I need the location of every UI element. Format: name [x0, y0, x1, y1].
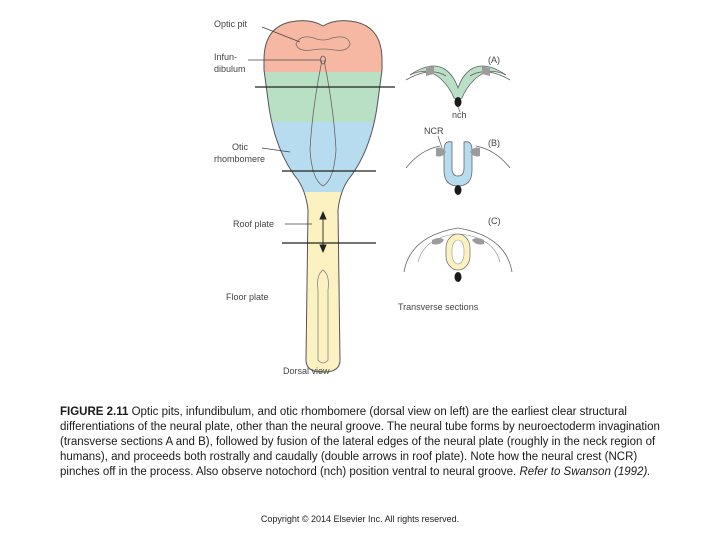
optic-pit-shape [295, 36, 351, 51]
optic-pit-label: Optic pit [214, 19, 248, 29]
section-c: (C) Transverse sections [398, 216, 513, 312]
section-b-label: (B) [488, 138, 500, 148]
dorsal-view-label: Dorsal view [283, 366, 330, 376]
section-a-neural-crest-left [426, 66, 434, 76]
section-a-label: (A) [488, 55, 500, 65]
section-b-notochord [454, 185, 462, 195]
floor-plate-label: Floor plate [226, 292, 269, 302]
forebrain-region [264, 20, 382, 72]
section-a-ectoderm [405, 71, 511, 81]
infundibulum-label-2: dibulum [214, 64, 246, 74]
section-level-lines [255, 86, 395, 244]
section-c-ectoderm-inner [417, 233, 501, 263]
nch-label: nch [452, 110, 467, 120]
section-b: NCR (B) [405, 126, 511, 195]
copyright-notice: Copyright © 2014 Elsevier Inc. All right… [260, 514, 460, 524]
leader-lines [248, 26, 320, 225]
midbrain-region [264, 72, 382, 122]
section-a-notochord [454, 97, 462, 107]
section-a-plate [409, 65, 507, 100]
section-b-neural-crest-left [436, 147, 446, 157]
infundibulum-label-1: Infun- [214, 52, 237, 62]
otic-label-1: Otic [232, 142, 249, 152]
neural-plate-figure: Optic pit Infun- dibulum Otic rhombomere… [214, 19, 513, 376]
roof-plate-label: Roof plate [233, 219, 274, 229]
section-b-ectoderm [405, 145, 511, 169]
ncr-label: NCR [424, 126, 444, 136]
floor-plate-groove [317, 269, 329, 364]
caption-text: Optic pits, infundibulum, and otic rhomb… [60, 406, 660, 478]
section-a-neural-crest-right [482, 66, 490, 76]
section-b-tube [443, 141, 473, 187]
section-c-neural-crest-left [432, 238, 444, 245]
infundibulum-marker [320, 55, 326, 65]
neural-plate-outline [263, 20, 383, 373]
section-a: (A) nch [405, 55, 511, 120]
section-c-neural-crest-right [472, 238, 484, 245]
section-c-ectoderm [403, 227, 513, 273]
section-c-notochord [454, 272, 462, 282]
caption-reference: Refer to Swanson (1992). [519, 466, 651, 478]
neural-groove [309, 59, 337, 187]
figure-caption: FIGURE 2.11 Optic pits, infundibulum, an… [60, 405, 660, 480]
transverse-sections-label: Transverse sections [398, 302, 479, 312]
section-c-lumen [451, 239, 465, 265]
figure-number: FIGURE 2.11 [60, 406, 129, 418]
section-b-neural-crest-right [470, 147, 480, 157]
hindbrain-region [264, 122, 382, 192]
section-c-label: (C) [488, 216, 501, 226]
otic-label-2: rhombomere [214, 154, 265, 164]
dorsal-view-neural-plate [263, 20, 383, 373]
